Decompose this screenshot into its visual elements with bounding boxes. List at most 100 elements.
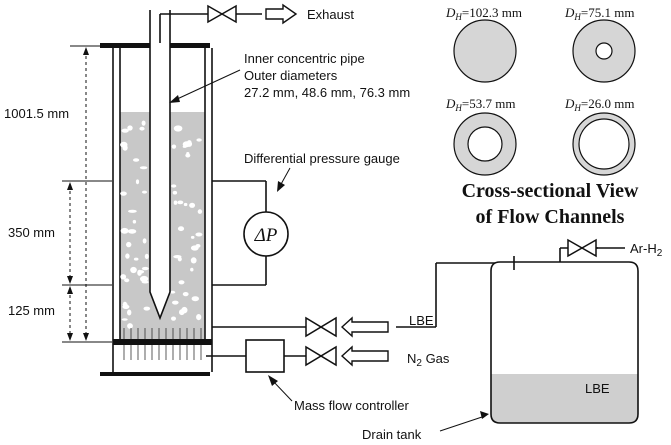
gas-bubble (138, 270, 145, 274)
gas-bubble (122, 302, 128, 307)
gas-bubble (177, 226, 185, 232)
n2-inflow-arrow-icon (340, 345, 389, 367)
gas-bubble (186, 141, 193, 147)
gas-bubble (144, 253, 149, 259)
gas-bubble (127, 323, 133, 329)
exhaust-valve-icon[interactable] (207, 4, 237, 24)
gas-bubble (171, 144, 177, 149)
gas-bubble (196, 138, 202, 142)
mass-flow-controller[interactable] (245, 339, 285, 373)
gas-bubble (189, 202, 196, 208)
gas-bubble (127, 125, 133, 131)
gas-bubble (127, 209, 137, 213)
argon-valve-icon[interactable] (567, 238, 597, 258)
gas-bubble (195, 244, 201, 248)
dp-gauge-icon (243, 211, 289, 257)
gas-bubble (142, 238, 147, 244)
tank-lbe-label: LBE (585, 381, 610, 396)
channel-label-2: DH=75.1 mm (564, 5, 634, 22)
dp-arrowhead (277, 181, 285, 192)
gas-bubble (177, 200, 184, 205)
gas-bubble (190, 235, 195, 239)
gas-bubble (127, 229, 137, 234)
gas-bubble (133, 158, 140, 162)
gas-bubble (171, 316, 176, 321)
channel-2-inner-pipe (595, 42, 613, 60)
view-title-line1: Cross-sectional View (462, 180, 639, 202)
inner-concentric-pipe (149, 10, 171, 321)
gas-bubble (120, 191, 127, 196)
gas-bubble (125, 253, 130, 259)
gas-bubble (121, 128, 129, 133)
tank-lbe-liquid (491, 374, 638, 423)
gas-bubble (141, 266, 149, 271)
channel-4-inner-pipe (578, 118, 630, 170)
dimension-lines: 1001.5 mm 350 mm 125 mm (4, 45, 112, 343)
channel-label-1: DH=102.3 mm (445, 5, 522, 22)
bottom-flange (100, 372, 210, 376)
gas-bubble (143, 306, 151, 311)
dp-leader (279, 167, 291, 187)
differential-pressure-gauge: ΔP Differential pressure gauge (212, 151, 400, 286)
gas-bubble (169, 290, 176, 294)
argon-label: Ar-H2 (630, 241, 663, 259)
test-column (100, 10, 213, 376)
gas-bubble (195, 232, 203, 237)
channel-section-1 (453, 19, 517, 83)
gas-bubble (122, 144, 128, 151)
drain-tank-arrowhead (480, 411, 489, 419)
gas-bubble (178, 280, 185, 285)
exhaust-arrow-icon (265, 3, 298, 25)
gas-bubble (173, 200, 178, 205)
gas-bubble (190, 257, 197, 264)
gas-bubble (173, 125, 183, 132)
gas-bubble (135, 179, 140, 185)
gas-bubble (191, 296, 199, 302)
gas-bubble (120, 274, 127, 280)
inlet-lines: N2 Gas Mass flow controller (206, 316, 450, 413)
n2-gas-label: N2 Gas (407, 351, 450, 369)
channel-label-3: DH=53.7 mm (445, 96, 515, 113)
gas-bubble (132, 219, 137, 224)
inner-pipe-title: Inner concentric pipe (244, 51, 365, 66)
gas-bubble (171, 184, 177, 188)
distributor-plate (113, 339, 212, 345)
mfc-leader (271, 379, 293, 402)
lbe-inflow-arrow-icon (340, 316, 389, 338)
outer-diameters-values: 27.2 mm, 48.6 mm, 76.3 mm (244, 85, 410, 100)
channel-3-inner-pipe (467, 126, 503, 162)
gas-bubble (140, 275, 149, 283)
gas-bubbles (120, 120, 203, 329)
gas-bubble (197, 209, 203, 214)
gas-bubble (139, 126, 145, 131)
gas-bubble (196, 314, 202, 321)
gas-bubble (124, 278, 130, 283)
height-total-label: 1001.5 mm (4, 106, 69, 121)
gas-bubble (127, 309, 132, 316)
cross-section-view: DH=102.3 mm DH=75.1 mm DH=53.7 mm DH=26.… (445, 5, 639, 228)
inner-pipe-annotation: Inner concentric pipe Outer diameters 27… (169, 51, 410, 103)
mass-flow-controller-label: Mass flow controller (294, 398, 410, 413)
drain-tank (490, 261, 639, 424)
height-low-label: 125 mm (8, 303, 55, 318)
gas-bubble (190, 267, 194, 272)
dp-gauge-label: Differential pressure gauge (244, 151, 400, 166)
gas-bubble (182, 292, 189, 297)
gas-bubble (141, 120, 146, 126)
gas-bubble (133, 257, 139, 261)
exhaust-line: Exhaust (159, 3, 354, 43)
gas-injection-needles (123, 328, 202, 360)
gas-bubble (179, 309, 185, 316)
lbe-line-label: LBE (409, 313, 434, 328)
mfc-arrowhead (268, 375, 278, 386)
gas-bubble (172, 190, 178, 195)
gas-bubble (126, 241, 132, 248)
drain-tank-leader (439, 416, 483, 432)
channel-label-4: DH=26.0 mm (564, 96, 634, 113)
drain-tank-label: Drain tank (362, 427, 422, 442)
n2-valve-icon[interactable] (305, 345, 337, 367)
lbe-valve-icon[interactable] (305, 316, 337, 338)
gas-bubble (183, 202, 188, 207)
inner-pipe-leader (174, 69, 241, 101)
